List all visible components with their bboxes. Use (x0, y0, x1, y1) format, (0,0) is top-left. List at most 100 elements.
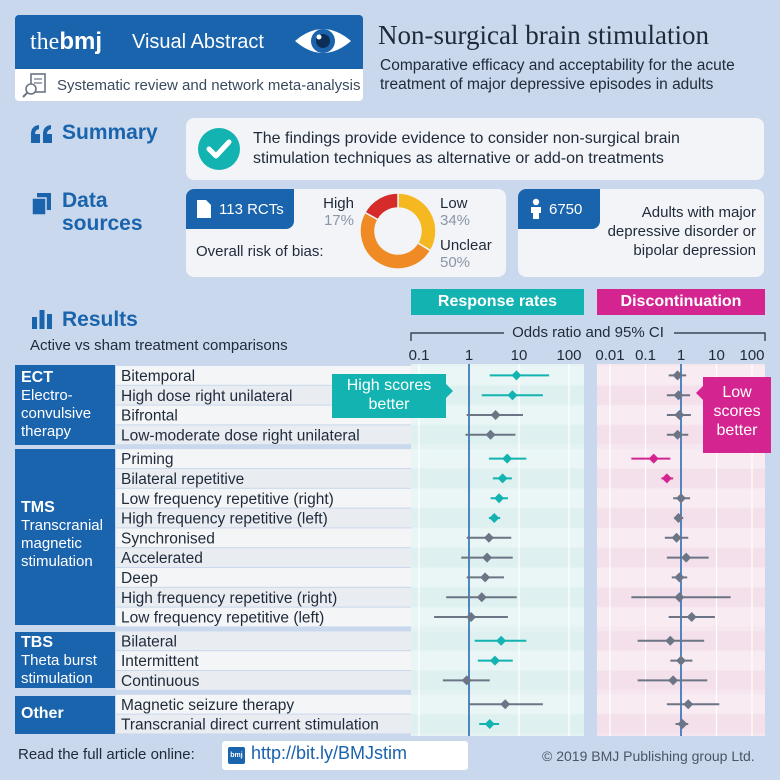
response-point (461, 675, 472, 686)
response-point (507, 390, 518, 401)
response-point (483, 532, 494, 543)
person-icon (531, 198, 541, 219)
visual-abstract-label: Visual Abstract (132, 31, 264, 53)
callout-right-arrow (696, 386, 703, 400)
row-bg (116, 631, 411, 651)
summary-card (186, 118, 764, 180)
row-bg (116, 671, 411, 690)
response-point (476, 592, 487, 603)
row-bg (116, 568, 411, 587)
response-tick-label: 1 (465, 347, 473, 364)
legend-high: High 17% (316, 195, 354, 229)
legend-unclear-value: 50% (440, 254, 471, 271)
row-bg (116, 528, 411, 548)
group-tbs: TBS Theta burst stimulation (15, 632, 115, 688)
treatment-label: Bilateral (121, 633, 177, 650)
summary-heading: Summary (62, 121, 158, 144)
discontinuation-point (686, 612, 697, 622)
response-point (489, 655, 500, 666)
response-point (494, 493, 505, 504)
data-sources-heading-line2: sources (62, 212, 143, 235)
response-point (489, 513, 500, 523)
group-tms: TMS Transcranial magnetic stimulation (15, 449, 115, 625)
axis-title: Odds ratio and 95% CI (512, 324, 664, 341)
treatment-label: Intermittent (121, 653, 199, 670)
discontinuation-point (672, 370, 683, 381)
response-point (484, 719, 495, 729)
response-point (482, 552, 493, 563)
results-subheading: Active vs sham treatment comparisons (30, 337, 288, 354)
discontinuation-point (673, 513, 684, 523)
response-point (490, 410, 501, 420)
discontinuation-point (674, 410, 685, 420)
group-ect-abbr: ECT (21, 369, 53, 386)
discontinuation-point (665, 635, 676, 646)
discontinuation-point (648, 453, 659, 464)
discontinuation-point (661, 473, 672, 484)
row-bg (116, 488, 411, 508)
discontinuation-point (673, 390, 684, 401)
callout-left-arrow (446, 384, 453, 398)
treatment-label: Synchronised (121, 530, 215, 547)
treatment-label: Accelerated (121, 550, 203, 567)
legend-unclear-label: Unclear (440, 237, 492, 254)
discontinuation-point (676, 655, 686, 666)
donut-slice-high (363, 192, 399, 221)
treatment-label: Low frequency repetitive (right) (121, 491, 334, 508)
article-link[interactable]: http://bit.ly/BMJstim (251, 743, 408, 763)
copyright: © 2019 BMJ Publishing group Ltd. (542, 748, 755, 764)
callout-high-scores-better: High scores better (332, 374, 446, 418)
discontinuation-tick-label: 1 (677, 347, 685, 364)
response-rates-header: Response rates (411, 289, 584, 315)
response-tick-label: 10 (511, 347, 528, 364)
discontinuation-point (674, 592, 685, 603)
legend-low-value: 34% (440, 212, 471, 229)
discontinuation-point (677, 719, 688, 729)
bmj-logo[interactable]: thebmj (30, 28, 102, 55)
bmj-link-icon: bmj (228, 747, 245, 764)
group-tbs-full: Theta burst stimulation (21, 652, 97, 687)
treatment-label: Magnetic seizure therapy (121, 697, 294, 714)
response-point (496, 635, 507, 646)
legend-high-value: 17% (323, 212, 354, 229)
response-row-bg (411, 671, 584, 690)
discontinuation-point (681, 552, 692, 563)
treatment-label: Deep (121, 570, 158, 587)
discontinuation-header: Discontinuation (597, 289, 765, 315)
response-point (466, 612, 477, 622)
donut-slice-unclear (359, 211, 432, 270)
footer-read-label: Read the full article online: (18, 746, 195, 763)
row-bg (116, 607, 411, 627)
discontinuation-point (672, 429, 683, 440)
response-point (480, 572, 491, 583)
treatment-label: Bitemporal (121, 368, 195, 385)
treatment-label: Low frequency repetitive (left) (121, 610, 324, 627)
treatment-label: Bifrontal (121, 408, 178, 425)
legend-high-label: High (323, 195, 354, 212)
eye-icon (295, 29, 351, 53)
legend-low: Low 34% (440, 195, 470, 229)
rcts-count: 113 RCTs (219, 201, 284, 218)
treatment-label: High frequency repetitive (left) (121, 511, 328, 528)
data-sources-heading: Data sources (62, 189, 143, 235)
response-point (511, 370, 522, 381)
data-sources-heading-line1: Data (62, 189, 108, 212)
quote-icon (31, 125, 52, 143)
treatment-label: Continuous (121, 673, 200, 690)
treatment-label: Low-moderate dose right unilateral (121, 427, 360, 444)
row-bg (116, 425, 411, 445)
callout-low-scores-better: Low scores better (703, 377, 771, 453)
legend-unclear: Unclear 50% (440, 237, 492, 271)
article-link-box[interactable] (222, 741, 468, 770)
response-point (485, 429, 496, 440)
treatment-label: High frequency repetitive (right) (121, 590, 337, 607)
row-bg (116, 587, 411, 607)
discontinuation-point (668, 675, 679, 686)
row-bg (116, 651, 411, 670)
row-bg (116, 449, 411, 468)
treatment-label: Transcranial direct current stimulation (121, 717, 379, 734)
row-bg (116, 548, 411, 567)
row-bg (116, 469, 411, 488)
discontinuation-point (683, 699, 694, 710)
